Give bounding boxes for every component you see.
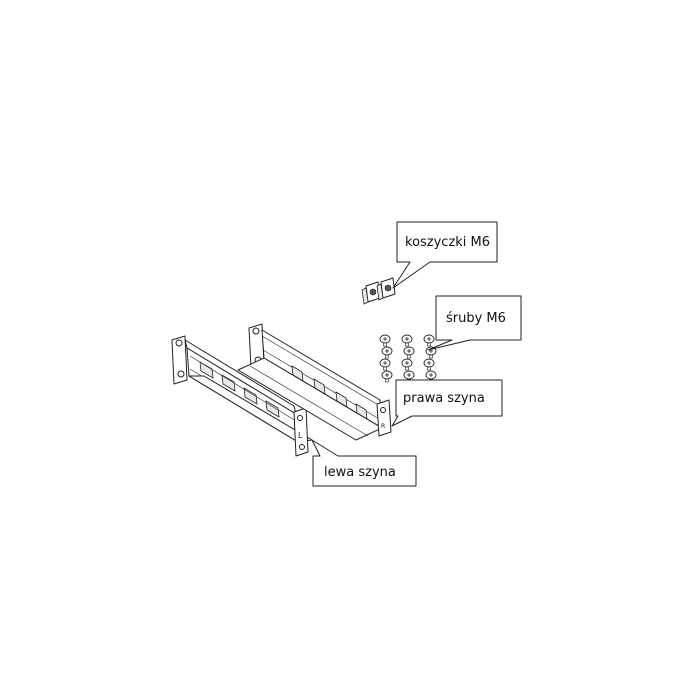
left-rail: L [171, 335, 313, 457]
screws [379, 334, 437, 383]
callout-cage-nuts-label: koszyczki M6 [405, 235, 490, 250]
left-rail-mark: L [298, 431, 303, 440]
screw-icon [381, 370, 393, 383]
cage-nut-icon [376, 277, 396, 301]
callout-left-rail-label: lewa szyna [324, 465, 396, 480]
screw-icon [401, 334, 413, 347]
callout-screws: śruby M6 [427, 295, 522, 351]
callout-left-rail: lewa szyna [311, 439, 417, 487]
callout-screws-label: śruby M6 [446, 311, 506, 326]
cage-nut-icon [361, 281, 381, 305]
right-rail-mark: R [381, 423, 385, 430]
callout-right-rail-label: prawa szyna [403, 391, 485, 406]
right-rail: R [237, 323, 392, 441]
screw-icon [379, 334, 391, 347]
screw-icon [379, 358, 391, 371]
screw-icon [403, 346, 415, 359]
screw-icon [401, 358, 413, 371]
callout-right-rail: prawa szyna [391, 379, 503, 427]
screw-icon [423, 358, 435, 371]
screw-icon [381, 346, 393, 359]
callout-cage-nuts: koszyczki M6 [392, 221, 498, 289]
screw-icon [423, 334, 435, 347]
cage-nuts [361, 277, 396, 305]
